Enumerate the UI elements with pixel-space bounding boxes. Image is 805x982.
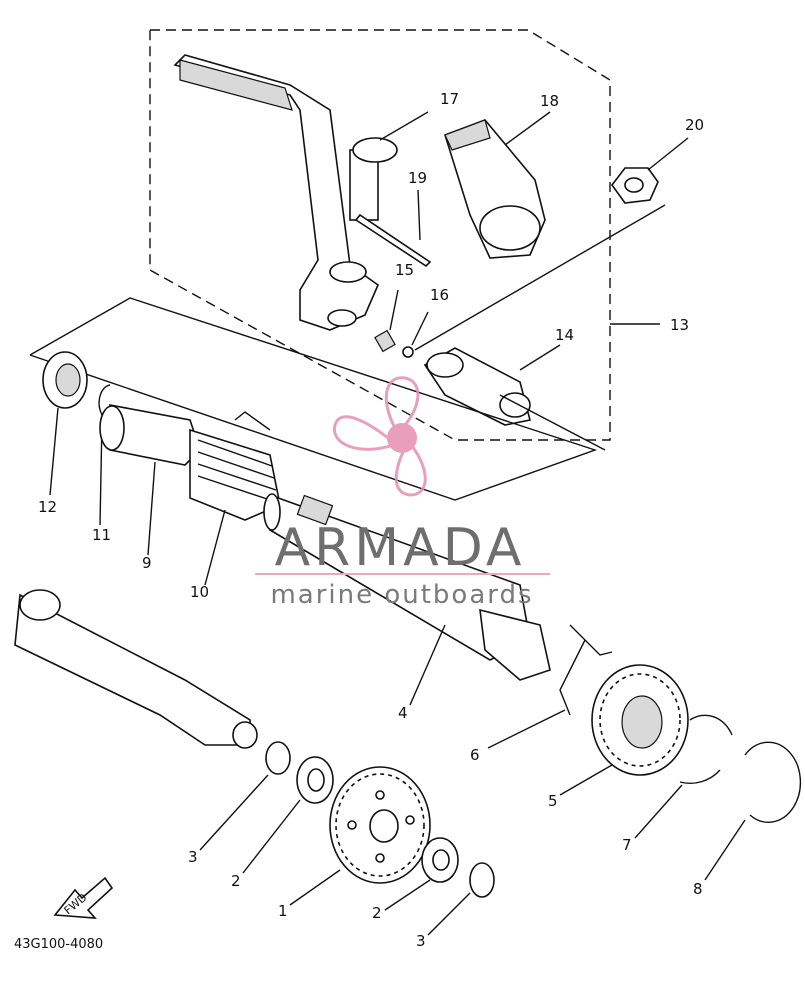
fwd-arrow-icon: [53, 876, 114, 919]
callout-3: 3: [188, 848, 198, 866]
watermark-brand: ARMADA: [275, 518, 526, 578]
spring-clip-part: [679, 714, 733, 785]
callout-10: 10: [190, 583, 209, 601]
figure-code: 43G100-4080: [14, 937, 103, 952]
leader-3-upper: [199, 774, 269, 851]
callout-3-second: 3: [416, 932, 426, 950]
assembly-guide-line: [414, 204, 666, 351]
circlip-lower-part: [469, 862, 495, 898]
leader-4: [409, 624, 446, 706]
kick-crank-part: [173, 54, 379, 331]
callout-1: 1: [278, 902, 288, 920]
ratchet-gear-part: [591, 664, 689, 776]
callout-7: 7: [622, 836, 632, 854]
cotter-pin-part: [354, 213, 432, 268]
callout-11: 11: [92, 526, 111, 544]
shaft-assembly-boundary: [29, 297, 598, 501]
kick-boss-part: [444, 119, 546, 259]
callout-2-second: 2: [372, 904, 382, 922]
callout-12: 12: [38, 498, 57, 516]
callout-14: 14: [555, 326, 574, 344]
leader-9: [147, 461, 156, 556]
nut-part: [611, 167, 659, 204]
callout-6: 6: [470, 746, 480, 764]
circlip-upper-part: [265, 741, 291, 775]
kick-shaft-part: [263, 493, 551, 681]
callout-17: 17: [440, 90, 459, 108]
leader-18: [504, 111, 551, 146]
callout-8: 8: [693, 880, 703, 898]
callout-19: 19: [408, 169, 427, 187]
callout-15: 15: [395, 261, 414, 279]
clip-part: [559, 624, 613, 716]
washer-lower-part: [421, 837, 459, 883]
leader-14: [519, 344, 561, 371]
leader-6: [487, 709, 566, 749]
large-circlip-part: [744, 741, 802, 823]
leader-2-lower: [384, 879, 431, 911]
leader-17: [379, 111, 429, 141]
torsion-spring-part: [189, 411, 281, 521]
leader-3-lower: [427, 892, 471, 936]
leader-16: [411, 311, 429, 346]
callout-13: 13: [670, 316, 689, 334]
callout-18: 18: [540, 92, 559, 110]
callout-16: 16: [430, 286, 449, 304]
leader-12: [49, 407, 59, 496]
washer-upper-part: [296, 756, 334, 804]
spring-guide-part: [99, 404, 201, 466]
pin-part: [349, 137, 398, 221]
leader-19: [417, 189, 421, 241]
leader-10: [204, 509, 226, 586]
axle-boss-part: [423, 347, 531, 426]
kick-assembly-boundary: [149, 29, 611, 441]
idle-gear-part: [329, 766, 431, 884]
assembly-guide-line-2: [499, 394, 606, 451]
callout-9: 9: [142, 554, 152, 572]
ball-part: [402, 346, 414, 358]
leader-7: [634, 784, 683, 839]
callout-20: 20: [685, 116, 704, 134]
callout-2: 2: [231, 872, 241, 890]
spring-part: [374, 329, 396, 353]
leader-15: [389, 289, 399, 331]
armada-logo: [333, 376, 427, 497]
watermark-tagline: marine outboards: [270, 580, 533, 610]
callout-4: 4: [398, 704, 408, 722]
idle-shaft-part: [14, 589, 258, 749]
leader-5: [559, 764, 613, 796]
leader-2-upper: [242, 799, 301, 874]
leader-20: [647, 137, 689, 171]
callout-5: 5: [548, 792, 558, 810]
oil-seal-part: [42, 351, 88, 409]
leader-8: [704, 819, 746, 881]
leader-1: [289, 869, 341, 906]
